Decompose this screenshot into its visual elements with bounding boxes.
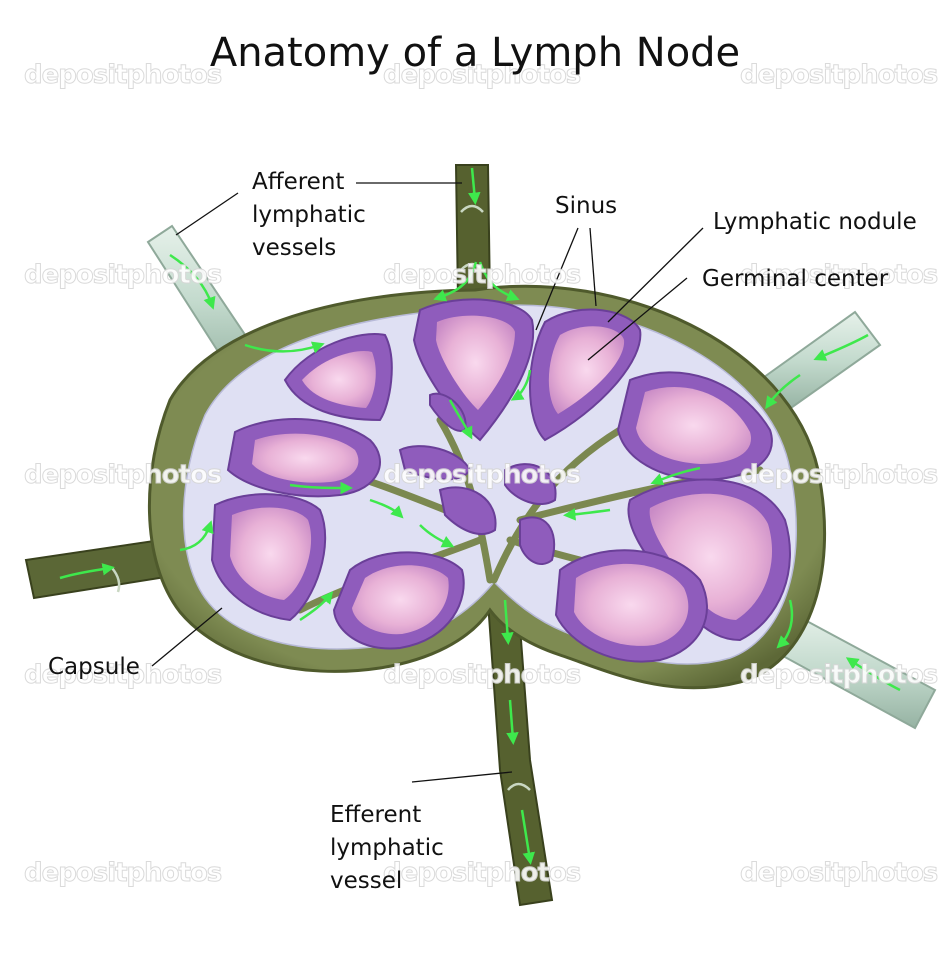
- label-lymphatic-nodule: Lymphatic nodule: [713, 209, 917, 235]
- leader-nodule: [607, 227, 704, 323]
- flow-arrow: [448, 399, 473, 440]
- watermark-7: depositphotos: [23, 460, 222, 491]
- label-efferent-line-3: vessel: [330, 868, 403, 894]
- flow-arrow: [244, 341, 325, 354]
- flow-arrow: [179, 520, 214, 552]
- watermark-10: depositphotos: [23, 660, 222, 691]
- label-efferent-line-1: Efferent: [330, 802, 422, 828]
- nodule-top-center: [412, 298, 535, 442]
- nodule-right-mid: [627, 478, 791, 642]
- nodule-right-upper: [616, 371, 773, 482]
- label-germinal-center: Germinal center: [702, 266, 889, 292]
- watermark-12: depositphotos: [739, 660, 938, 691]
- label-afferent-line-3: vessels: [252, 235, 337, 261]
- nodule-bottom-right: [554, 549, 708, 663]
- leader-lines: [151, 182, 704, 783]
- watermark-2: depositphotos: [382, 60, 581, 91]
- flow-arrow: [59, 563, 115, 580]
- medullary-cords: [398, 392, 557, 565]
- flow-arrow: [845, 657, 901, 692]
- leader-sinus-a: [535, 227, 579, 331]
- nodule-upper-left: [283, 333, 393, 422]
- watermark-1: depositphotos: [23, 60, 222, 91]
- flow-arrow: [520, 809, 535, 865]
- flow-arrow: [776, 599, 794, 649]
- flow-arrow: [563, 508, 611, 521]
- flow-arrow: [433, 261, 478, 302]
- diagram-title: Anatomy of a Lymph Node: [209, 30, 741, 76]
- watermark-4: depositphotos: [23, 260, 222, 291]
- watermark-9: depositphotos: [739, 460, 938, 491]
- watermark-15: depositphotos: [739, 858, 938, 889]
- flow-arrow: [765, 373, 801, 410]
- flow-arrow: [650, 466, 701, 486]
- watermark-3: depositphotos: [739, 60, 938, 91]
- watermark-14: depositphotos: [382, 858, 581, 889]
- nodule-left-mid: [226, 418, 381, 498]
- label-sinus: Sinus: [555, 193, 618, 219]
- label-afferent-vessels: Afferent lymphatic vessels: [252, 166, 366, 265]
- label-afferent-line-1: Afferent: [252, 169, 345, 195]
- label-efferent-vessel: Efferent lymphatic vessel: [330, 799, 444, 898]
- nodule-top-right: [529, 308, 642, 442]
- label-efferent-line-2: lymphatic: [330, 835, 444, 861]
- flow-arrow: [501, 599, 514, 645]
- flow-arrow: [289, 481, 353, 495]
- leader-afferent-left: [175, 192, 239, 236]
- lymphatic-nodules: [210, 298, 791, 663]
- label-afferent-line-2: lymphatic: [252, 202, 366, 228]
- flow-arrow: [478, 261, 520, 302]
- leader-sinus-b: [589, 227, 597, 307]
- watermark-13: depositphotos: [23, 858, 222, 889]
- leader-efferent: [411, 771, 513, 783]
- flow-arrows: [59, 167, 901, 865]
- leader-capsule: [151, 607, 223, 667]
- flow-arrow: [506, 699, 519, 745]
- flow-arrow: [813, 333, 869, 361]
- leader-germinal: [587, 277, 688, 361]
- flow-arrow: [299, 591, 334, 622]
- flow-arrow: [468, 167, 481, 205]
- watermark-6: depositphotos: [739, 260, 938, 291]
- label-capsule: Capsule: [48, 654, 140, 680]
- flow-arrow: [510, 369, 532, 401]
- watermark-8: depositphotos: [382, 460, 581, 491]
- nodule-left-lower: [210, 493, 327, 622]
- flow-arrow: [419, 524, 455, 548]
- nodule-bottom-left: [332, 551, 465, 650]
- flow-arrow: [369, 498, 404, 519]
- flow-arrow: [169, 253, 216, 310]
- watermark-11: depositphotos: [382, 660, 581, 691]
- watermark-5: depositphotos: [382, 260, 581, 291]
